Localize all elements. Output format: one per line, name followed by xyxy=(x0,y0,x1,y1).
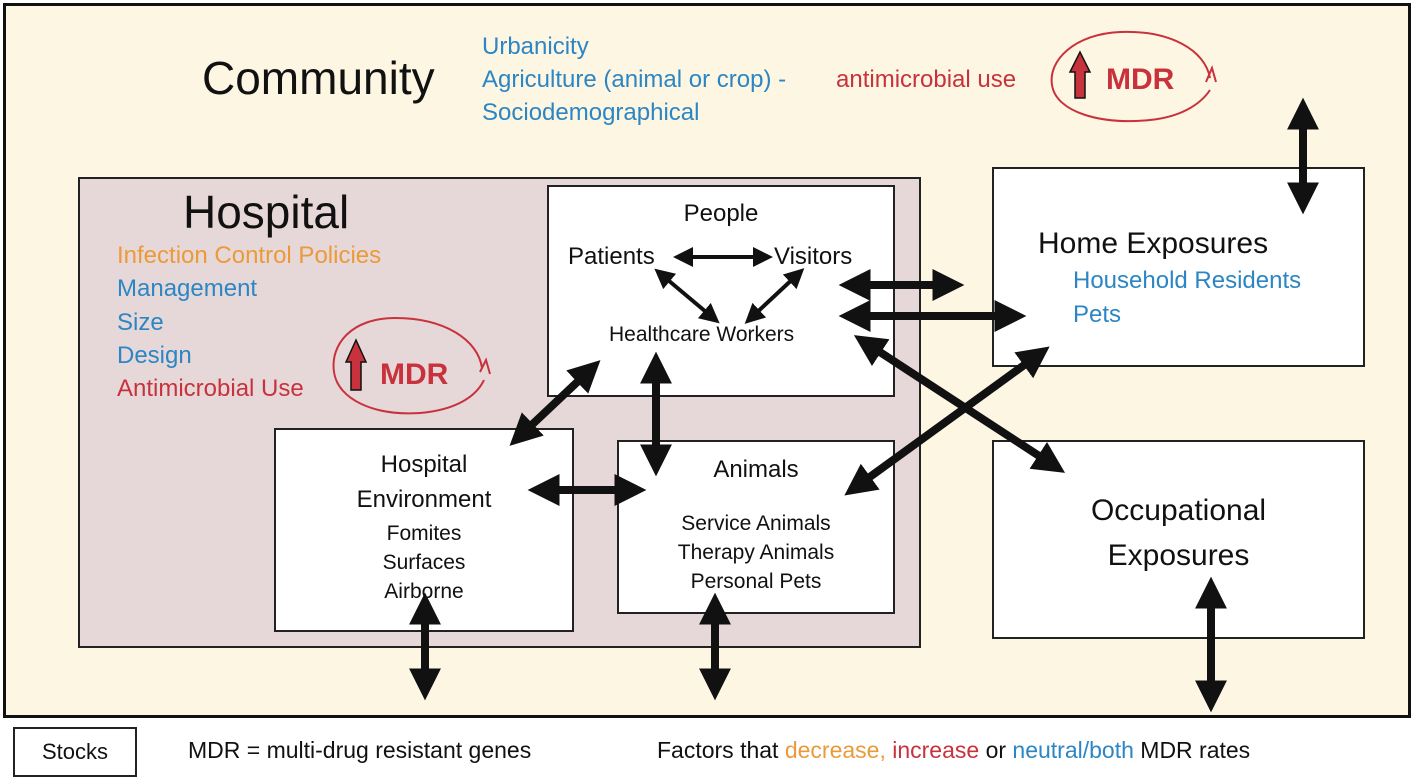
community-mdr-symbol: MDR xyxy=(1050,30,1217,123)
visitors-workers-arrow xyxy=(744,268,805,324)
hospital-factor-management: Management xyxy=(117,275,258,302)
community-factor-antimicrobial-use: antimicrobial use xyxy=(836,66,1017,93)
home-item-household-residents: Household Residents xyxy=(1073,267,1302,294)
legend-decrease: decrease, xyxy=(784,737,886,763)
home-exposures-title: Home Exposures xyxy=(1038,227,1269,260)
community-title: Community xyxy=(202,52,435,104)
hospital-factor-infection-control: Infection Control Policies xyxy=(117,242,382,269)
legend-suffix: MDR rates xyxy=(1140,737,1251,763)
animals-item-personal-pets: Personal Pets xyxy=(690,570,822,593)
hospital-environment-item-airborne: Airborne xyxy=(384,580,464,603)
legend-increase: increase xyxy=(892,737,980,763)
people-environment-arrow xyxy=(509,360,601,446)
animals-item-therapy: Therapy Animals xyxy=(677,541,835,564)
animals-item-service: Service Animals xyxy=(681,512,831,535)
hospital-factor-size: Size xyxy=(117,309,164,336)
occupational-exposures-box xyxy=(992,440,1365,639)
community-factor-agriculture: Agriculture (animal or crop) - xyxy=(482,66,787,93)
community-mdr-label: MDR xyxy=(1106,63,1175,96)
hospital-factor-antimicrobial-use: Antimicrobial Use xyxy=(117,375,304,402)
occupational-title-line2: Exposures xyxy=(1107,539,1250,572)
hospital-mdr-label: MDR xyxy=(380,358,449,391)
people-visitors: Visitors xyxy=(774,243,853,270)
hospital-title: Hospital xyxy=(183,186,350,238)
hospital-environment-title-line1: Hospital xyxy=(380,451,468,478)
hospital-mdr-up-arrow-icon xyxy=(344,338,368,391)
legend-mdr-definition: MDR = multi-drug resistant genes xyxy=(188,737,532,763)
occupational-title-line1: Occupational xyxy=(1090,494,1267,527)
legend-factors-prefix: Factors that xyxy=(657,737,779,763)
hospital-environment-title-line2: Environment xyxy=(356,486,492,513)
hospital-factor-design: Design xyxy=(117,342,192,369)
animals-title: Animals xyxy=(713,456,799,483)
legend-stocks-label: Stocks xyxy=(41,739,109,764)
people-patients: Patients xyxy=(568,243,655,270)
legend-neutral: neutral/both xyxy=(1012,737,1134,763)
people-title: People xyxy=(683,200,759,227)
legend-factors: Factors that decrease, increase or neutr… xyxy=(657,739,1250,762)
people-healthcare-workers: Healthcare Workers xyxy=(609,323,795,346)
hospital-mdr-symbol: MDR xyxy=(332,316,491,415)
legend-stocks-box: Stocks xyxy=(13,727,137,777)
hospital-environment-item-surfaces: Surfaces xyxy=(382,551,466,574)
patients-workers-arrow xyxy=(654,268,720,324)
community-factor-urbanicity: Urbanicity xyxy=(482,33,589,60)
home-item-pets: Pets xyxy=(1073,301,1122,328)
animals-home-arrow xyxy=(844,346,1050,496)
community-factor-sociodemographical: Sociodemographical xyxy=(482,99,700,126)
legend-or: or xyxy=(985,737,1007,763)
hospital-environment-item-fomites: Fomites xyxy=(386,522,462,545)
community-mdr-up-arrow-icon xyxy=(1068,50,1092,99)
people-box xyxy=(547,185,895,397)
